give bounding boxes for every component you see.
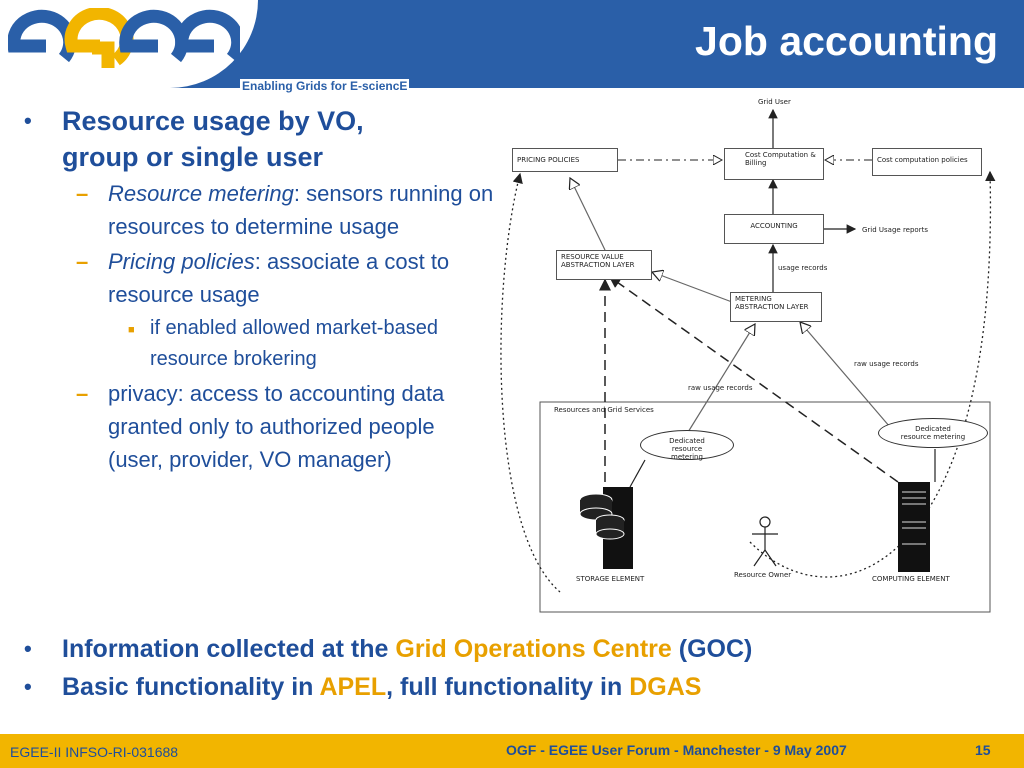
sub-marker: – bbox=[76, 249, 89, 274]
bullet-marker: • bbox=[24, 674, 32, 699]
label-raw-usage-left: raw usage records bbox=[688, 384, 753, 392]
oval-dedicated-metering-left: Dedicated resource metering bbox=[640, 430, 734, 461]
label-resources-grid-services: Resources and Grid Services bbox=[554, 406, 654, 414]
bullet-marker: • bbox=[24, 108, 32, 133]
subsub-bullet-market: ■ if enabled allowed market-based resour… bbox=[128, 313, 494, 375]
label-storage-element: STORAGE ELEMENT bbox=[576, 575, 645, 583]
page-title: Job accounting bbox=[695, 18, 998, 64]
label-resource-owner: Resource Owner bbox=[734, 571, 792, 579]
label-usage-records: usage records bbox=[778, 264, 828, 272]
bullet-goc: • Information collected at the Grid Oper… bbox=[24, 630, 1014, 668]
footer: EGEE-II INFSO-RI-031688 OGF - EGEE User … bbox=[0, 734, 1024, 768]
sub-text: : sensors running on resources to determ… bbox=[108, 181, 494, 239]
label-grid-user: Grid User bbox=[758, 98, 791, 106]
label-grid-usage-reports: Grid Usage reports bbox=[862, 226, 928, 234]
term-pricing-policies: Pricing policies bbox=[108, 249, 255, 274]
accounting-diagram: Grid User PRICING POLICIES Cost Computat… bbox=[500, 92, 1000, 622]
server-icon bbox=[898, 482, 930, 572]
box-pricing-policies: PRICING POLICIES bbox=[512, 148, 618, 172]
bullet-list: • Resource usage by VO, group or single … bbox=[24, 103, 494, 476]
oval-dedicated-metering-right: Dedicated resource metering bbox=[878, 418, 988, 448]
bullet-marker: • bbox=[24, 636, 32, 661]
box-metering-layer: METERING ABSTRACTION LAYER bbox=[730, 292, 822, 322]
highlight-dgas: DGAS bbox=[629, 673, 702, 701]
box-accounting: ACCOUNTING bbox=[724, 214, 824, 244]
highlight-apel: APEL bbox=[319, 673, 387, 701]
sub-marker: – bbox=[76, 381, 89, 406]
footer-project-id: EGEE-II INFSO-RI-031688 bbox=[10, 744, 179, 760]
summary-bullets: • Information collected at the Grid Oper… bbox=[24, 630, 1014, 706]
square-bullet-icon: ■ bbox=[128, 324, 135, 336]
egee-logo: egee bbox=[8, 8, 240, 68]
sub-bullet-pricing: – Pricing policies: associate a cost to … bbox=[76, 245, 494, 311]
sub-bullet-metering: – Resource metering: sensors running on … bbox=[76, 177, 494, 243]
diagram-connectors bbox=[500, 108, 996, 613]
box-cost-computation: Cost Computation & Billing bbox=[724, 148, 824, 180]
bullet-apel-dgas: • Basic functionality in APEL, full func… bbox=[24, 668, 1014, 706]
highlight-goc: Grid Operations Centre bbox=[395, 635, 672, 663]
page-number: 15 bbox=[975, 742, 991, 758]
logo-area: egee bbox=[0, 0, 258, 88]
sub-bullet-privacy: – privacy: access to accounting data gra… bbox=[76, 377, 494, 476]
bullet-resource-usage: • Resource usage by VO, group or single … bbox=[24, 103, 494, 175]
sub-marker: – bbox=[76, 181, 89, 206]
subsub-text: if enabled allowed market-based resource… bbox=[150, 317, 438, 370]
sub-text: : associate a cost to resource usage bbox=[108, 249, 450, 307]
bullet-text-line1: Resource usage by VO, bbox=[62, 106, 364, 136]
label-computing-element: COMPUTING ELEMENT bbox=[872, 575, 950, 583]
footer-event: OGF - EGEE User Forum - Manchester - 9 M… bbox=[506, 742, 847, 758]
box-resource-value-layer: RESOURCE VALUE ABSTRACTION LAYER bbox=[556, 250, 652, 280]
tagline: Enabling Grids for E-sciencE bbox=[240, 79, 410, 93]
person-icon bbox=[752, 516, 778, 567]
box-cost-policies: Cost computation policies bbox=[872, 148, 982, 176]
sub-text: privacy: access to accounting data grant… bbox=[108, 381, 445, 472]
term-resource-metering: Resource metering bbox=[108, 181, 294, 206]
bullet-text-line2: group or single user bbox=[62, 142, 324, 172]
label-raw-usage-right: raw usage records bbox=[854, 360, 919, 368]
storage-icon bbox=[579, 487, 633, 569]
